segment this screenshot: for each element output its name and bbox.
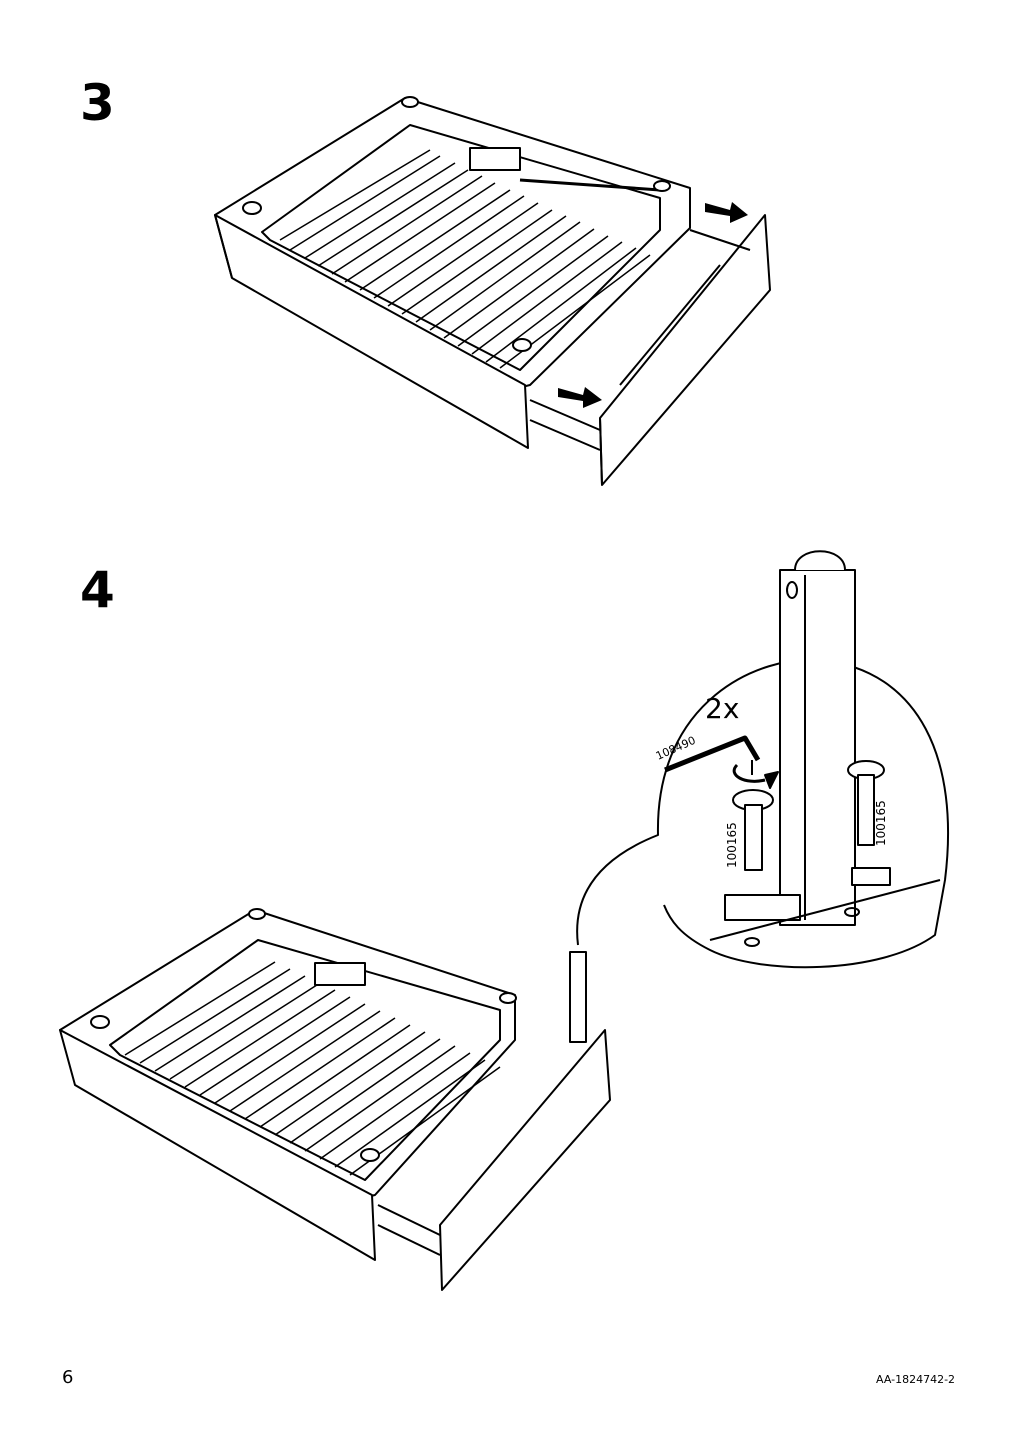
step-3-number: 3 [80,74,115,132]
document-code: AA-1824742-2 [876,1373,956,1386]
screw-part-label-left: 100165 [725,822,739,868]
detail-callout [576,658,949,969]
frame-opening [261,124,661,371]
step-4-number: 4 [80,561,115,619]
quantity-label: 2x [705,692,739,725]
screw-part-label-right: 100165 [874,800,888,846]
allen-key-icon [664,735,761,773]
slats [279,149,651,369]
slats [124,961,501,1176]
page-number: 6 [62,1367,74,1388]
drawer-front-panel [439,1029,611,1291]
arrow-icon [558,387,602,408]
frame-opening [109,939,501,1181]
leg-closeup [779,569,856,926]
leg-part [569,951,587,1043]
arrow-icon [705,202,748,223]
rotate-icon [732,763,766,783]
frame-front-panel [59,1029,376,1261]
